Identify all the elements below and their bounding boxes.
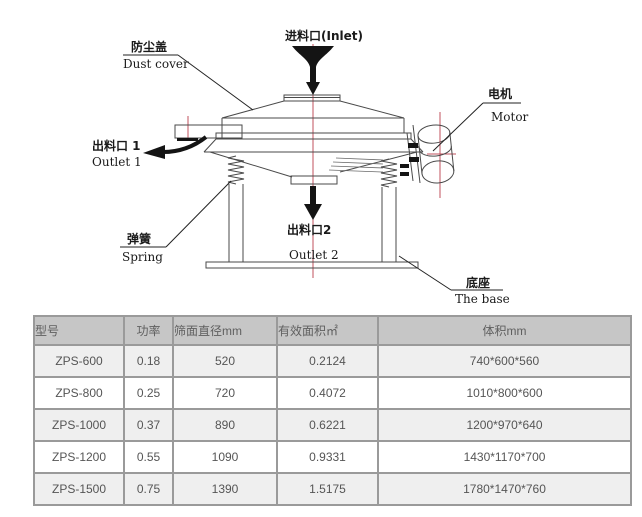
cell-power: 0.37 <box>125 410 172 440</box>
cell-area: 0.4072 <box>278 378 377 408</box>
cell-model: ZPS-1200 <box>35 442 123 472</box>
label-inlet: 进料口(Inlet) <box>285 28 363 43</box>
machine-diagram: 防尘盖 Dust cover 进料口(Inlet) 电机 Motor 出料口 1… <box>92 28 529 306</box>
label-spring: 弹簧 Spring <box>120 180 232 264</box>
header-power: 功率 <box>125 317 172 344</box>
table-row: ZPS-600 0.18 520 0.2124 740*600*560 <box>35 346 630 376</box>
cell-power: 0.55 <box>125 442 172 472</box>
outlet1-spout <box>174 124 243 141</box>
motor-label-en: Motor <box>491 110 529 124</box>
outlet1-label-zh: 出料口 1 <box>92 138 141 153</box>
cell-model: ZPS-1500 <box>35 474 123 504</box>
header-volume: 体积mm <box>379 317 630 344</box>
cell-volume: 1430*1170*700 <box>379 442 630 472</box>
motor-bracket <box>406 124 421 184</box>
table-row: ZPS-800 0.25 720 0.4072 1010*800*600 <box>35 378 630 408</box>
base-label-zh: 底座 <box>466 275 490 290</box>
cell-area: 0.9331 <box>278 442 377 472</box>
cell-area: 0.2124 <box>278 346 377 376</box>
cell-volume: 1010*800*600 <box>379 378 630 408</box>
table-row: ZPS-1200 0.55 1090 0.9331 1430*1170*700 <box>35 442 630 472</box>
cell-volume: 1200*970*640 <box>379 410 630 440</box>
spring-label-zh: 弹簧 <box>127 231 151 246</box>
cell-diameter: 520 <box>174 346 276 376</box>
cell-model: ZPS-600 <box>35 346 123 376</box>
table-row: ZPS-1000 0.37 890 0.6221 1200*970*640 <box>35 410 630 440</box>
cell-diameter: 1390 <box>174 474 276 504</box>
outlet2-label-en: Outlet 2 <box>289 248 339 262</box>
cell-diameter: 720 <box>174 378 276 408</box>
header-diameter: 筛面直径mm <box>174 317 276 344</box>
cell-area: 1.5175 <box>278 474 377 504</box>
cell-volume: 740*600*560 <box>379 346 630 376</box>
inlet-funnel-icon <box>292 46 334 95</box>
outlet2-label-zh: 出料口2 <box>287 222 331 237</box>
cell-power: 0.18 <box>125 346 172 376</box>
spec-table: 型号 功率 筛面直径mm 有效面积㎡ 体积mm ZPS-600 0.18 520… <box>33 315 632 506</box>
label-motor: 电机 Motor <box>432 86 529 152</box>
label-dust-cover: 防尘盖 Dust cover <box>123 39 254 111</box>
cell-power: 0.75 <box>125 474 172 504</box>
label-outlet1: 出料口 1 Outlet 1 <box>92 138 142 169</box>
cell-diameter: 890 <box>174 410 276 440</box>
table-row: ZPS-1500 0.75 1390 1.5175 1780*1470*760 <box>35 474 630 504</box>
inlet-label: 进料口(Inlet) <box>285 28 363 43</box>
cell-volume: 1780*1470*760 <box>379 474 630 504</box>
spec-table-header-row: 型号 功率 筛面直径mm 有效面积㎡ 体积mm <box>35 317 630 344</box>
spring-left <box>227 155 245 185</box>
header-area: 有效面积㎡ <box>278 317 377 344</box>
cell-model: ZPS-800 <box>35 378 123 408</box>
outlet2-arrow-icon <box>304 186 322 220</box>
cell-area: 0.6221 <box>278 410 377 440</box>
motor-assembly <box>417 124 455 184</box>
dust-cover-label-en: Dust cover <box>123 57 189 71</box>
label-outlet2: 出料口2 Outlet 2 <box>287 222 339 262</box>
legs-and-base <box>205 184 419 269</box>
cell-diameter: 1090 <box>174 442 276 472</box>
cell-power: 0.25 <box>125 378 172 408</box>
spring-right <box>380 158 409 188</box>
outlet1-label-en: Outlet 1 <box>92 155 142 169</box>
base-label-en: The base <box>455 292 510 306</box>
motor-label-zh: 电机 <box>488 86 512 101</box>
cell-model: ZPS-1000 <box>35 410 123 440</box>
label-base: 底座 The base <box>398 255 510 306</box>
outlet1-arrow-icon <box>143 135 208 159</box>
machine-body <box>203 94 424 185</box>
header-model: 型号 <box>35 317 123 344</box>
dust-cover-label-zh: 防尘盖 <box>131 39 167 54</box>
spring-label-en: Spring <box>122 250 163 264</box>
